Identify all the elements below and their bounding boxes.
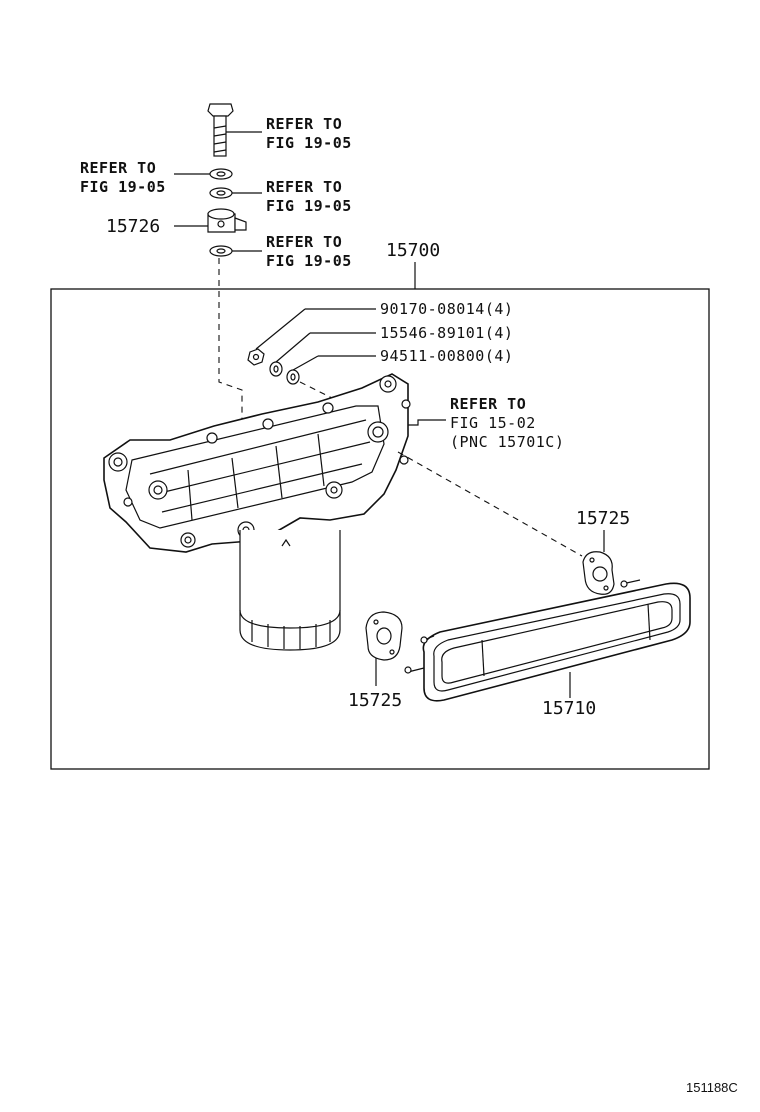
part-number-union-bolt: 15726	[106, 216, 160, 237]
washer-icon	[209, 168, 233, 180]
gasket-icon	[582, 551, 615, 595]
part-number-cooler-element: 15710	[542, 698, 596, 719]
part-number-washer: 15546-89101(4)	[380, 324, 513, 342]
lock-washer-icon	[286, 369, 300, 385]
washer-icon	[209, 245, 233, 257]
refer-cover-line3: (PNC 15701C)	[450, 433, 564, 451]
refer-label-line1: REFER TO	[266, 115, 342, 133]
part-number-gasket-left: 15725	[348, 690, 402, 711]
refer-label-line1: REFER TO	[266, 233, 342, 251]
oil-cooler-cover-icon	[103, 373, 411, 553]
part-number-lock-washer: 94511-00800(4)	[380, 347, 513, 365]
refer-label-line1: REFER TO	[80, 159, 156, 177]
refer-label-line2: FIG 19-05	[266, 197, 352, 215]
refer-label-line2: FIG 19-05	[80, 178, 166, 196]
refer-cover-line2: FIG 15-02	[450, 414, 536, 432]
figure-code: 151188C	[686, 1080, 738, 1095]
refer-label-line2: FIG 19-05	[266, 134, 352, 152]
refer-label-line1: REFER TO	[266, 178, 342, 196]
part-number-gasket-right: 15725	[576, 508, 630, 529]
refer-label-line2: FIG 19-05	[266, 252, 352, 270]
part-number-nut: 90170-08014(4)	[380, 300, 513, 318]
nut-icon	[247, 348, 265, 366]
gasket-icon	[365, 611, 403, 661]
union-fitting-icon	[207, 208, 247, 233]
cooler-element-icon	[404, 579, 691, 702]
washer-icon	[269, 361, 283, 377]
bolt-icon	[207, 103, 234, 157]
refer-cover-line1: REFER TO	[450, 395, 526, 413]
part-number-assembly: 15700	[386, 240, 440, 261]
oil-filter-icon	[239, 530, 341, 651]
assembly-frame	[50, 288, 710, 770]
washer-icon	[209, 187, 233, 199]
